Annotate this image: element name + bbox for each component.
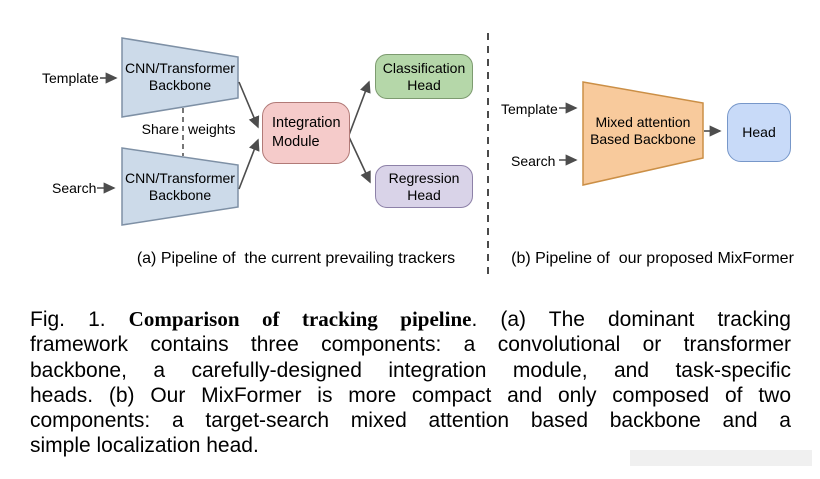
backbone-top-trapezoid: [121, 37, 239, 118]
share-weights-label-right: weights: [188, 121, 236, 137]
caption-line-5: components: a target-search mixed attent…: [30, 409, 791, 433]
backbone-top-label-line1: CNN/Transformer: [125, 60, 235, 76]
classification-head-label-line2: Head: [407, 76, 441, 93]
integration-module-label-line2: Module: [272, 134, 320, 150]
pipeline-diagram: [97, 33, 722, 280]
caption-line-4: heads. (b) Our MixFormer is more compact…: [30, 383, 791, 407]
template-label-a: Template: [42, 70, 99, 86]
regression-head-label-line2: Head: [407, 186, 441, 203]
mixed-attention-trapezoid: [582, 81, 704, 186]
caption-line-6: simple localization head.: [30, 434, 259, 458]
backbone-top-to-integration-arrow: [238, 81, 260, 129]
share-weights-label-left: Share: [141, 121, 179, 137]
head-box-label: Head: [742, 124, 776, 140]
figure-caption: Fig. 1. Comparison of tracking pipeline.…: [30, 307, 791, 459]
classification-head-box: Classification Head: [375, 54, 473, 99]
backbone-bottom-trapezoid: [121, 147, 239, 226]
caption-line-1-rest: . (a) The dominant tracking: [471, 308, 791, 331]
backbone-bottom-label-line1: CNN/Transformer: [125, 170, 235, 186]
classification-head-label-line1: Classification: [382, 59, 466, 76]
caption-line-2: framework contains three components: a c…: [30, 333, 791, 357]
subcaption-a: (a) Pipeline of the current prevailing t…: [136, 250, 456, 267]
integration-to-classification-arrow: [348, 80, 371, 136]
mixed-attention-label-line1: Mixed attention: [595, 114, 691, 130]
subcaption-b: (b) Pipeline of our proposed MixFormer: [511, 250, 794, 267]
caption-line-3: backbone, a carefully-designed integrati…: [30, 358, 791, 382]
caption-fig-number: Fig. 1.: [30, 308, 129, 331]
caption-line-1: Fig. 1. Comparison of tracking pipeline.…: [30, 307, 791, 332]
search-label-b: Search: [511, 153, 556, 169]
regression-head-box: Regression Head: [375, 165, 473, 208]
regression-head-label-line1: Regression: [388, 169, 460, 186]
mixed-attention-label-line2: Based Backbone: [590, 131, 696, 147]
backbone-bottom-to-integration-arrow: [238, 138, 260, 190]
template-label-b: Template: [501, 101, 558, 117]
backbone-bottom-label: CNN/Transformer Backbone: [122, 170, 238, 204]
mixed-attention-backbone-label: Mixed attention Based Backbone: [581, 114, 705, 148]
gray-highlight-rectangle: [630, 450, 812, 466]
backbone-bottom-label-line2: Backbone: [148, 187, 212, 203]
backbone-top-label: CNN/Transformer Backbone: [122, 60, 238, 94]
integration-module-label-line1: Integration: [272, 115, 341, 131]
backbone-top-label-line2: Backbone: [148, 77, 212, 93]
search-label-a: Search: [52, 180, 97, 196]
head-box: Head: [727, 103, 791, 162]
integration-to-regression-arrow: [348, 136, 371, 184]
integration-module-box: Integration Module: [262, 102, 350, 164]
caption-bold-title: Comparison of tracking pipeline: [128, 307, 472, 331]
